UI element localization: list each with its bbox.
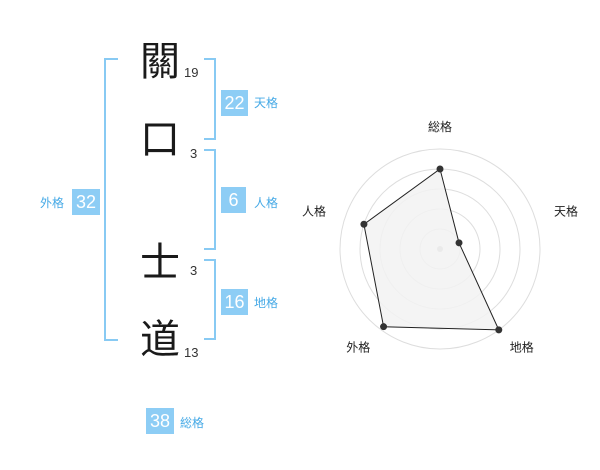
radar-point-1 [436,165,444,173]
name-char-4: 道 [140,317,180,363]
jinkaku-value: 6 [221,187,246,213]
name-char-2: 口 [140,117,180,163]
radar-point-4 [380,323,388,331]
stroke-count-1: 19 [184,65,199,80]
stroke-count-4: 13 [184,345,199,360]
stroke-count-3: 3 [190,263,198,278]
chikaku-label: 地格 [254,296,279,310]
jinkaku-label: 人格 [254,196,279,210]
radar-series-area [363,168,500,331]
name-char-3: 士 [140,240,180,286]
gaikaku-bracket [104,58,118,341]
name-char-1: 關 [140,39,180,85]
radar-axis-label-5: 人格 [302,203,326,218]
chikaku-value: 16 [221,289,248,315]
radar-ring [339,148,541,350]
gaikaku-label: 外格 [40,196,65,210]
radar-axis-label-2: 天格 [554,203,578,218]
radar-point-3 [495,326,503,334]
soukaku-value: 38 [146,408,174,434]
radar-point-5 [360,220,368,228]
radar-axis-label-4: 外格 [346,340,370,355]
tenkaku-label: 天格 [254,96,279,110]
jinkaku-bracket [204,149,216,250]
radar-axis-label-3: 地格 [510,340,534,355]
radar-point-2 [455,239,463,247]
radar-axis-label-1: 総格 [428,119,452,134]
tenkaku-value: 22 [221,90,248,116]
chikaku-bracket [204,259,216,340]
tenkaku-bracket [204,58,216,140]
stroke-count-2: 3 [190,146,198,161]
gaikaku-value: 32 [72,189,100,215]
soukaku-label: 総格 [180,416,205,430]
